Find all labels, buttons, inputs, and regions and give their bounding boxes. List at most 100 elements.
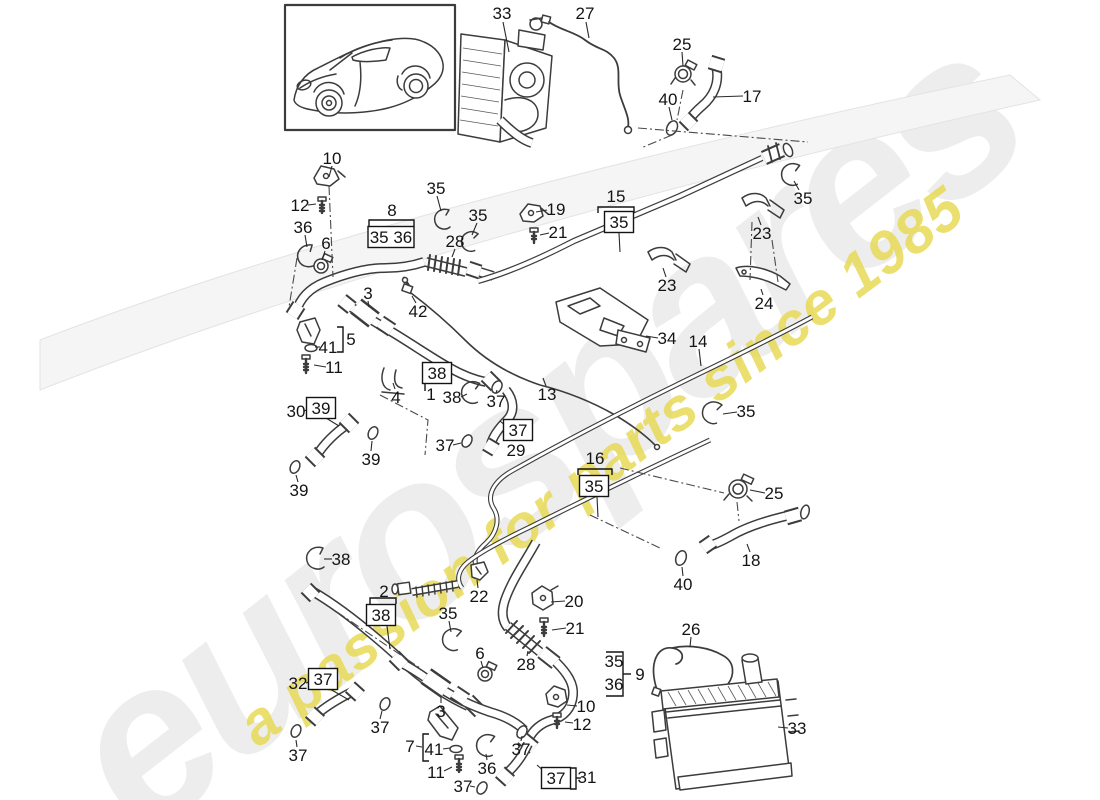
callout-37[interactable]: 37 — [502, 418, 534, 442]
leader-line — [662, 267, 667, 278]
callout-37[interactable]: 37 — [436, 436, 455, 455]
callout-19[interactable]: 19 — [547, 200, 566, 219]
callout-39[interactable]: 39 — [305, 396, 337, 420]
callout-6[interactable]: 6 — [475, 644, 484, 663]
svg-text:33: 33 — [788, 719, 807, 738]
water-hose-32 — [304, 681, 366, 727]
callout-34[interactable]: 34 — [658, 329, 677, 348]
callout-38[interactable]: 38 — [443, 388, 462, 407]
callout-12[interactable]: 12 — [291, 196, 310, 215]
construction-line — [736, 501, 740, 522]
callout-36[interactable]: 36 — [605, 675, 624, 694]
callout-11[interactable]: 11 — [427, 763, 445, 782]
svg-text:5: 5 — [346, 330, 355, 349]
leader-line — [295, 474, 299, 483]
callout-3[interactable]: 3 — [436, 702, 445, 721]
callout-26[interactable]: 26 — [682, 620, 701, 639]
callout-37[interactable]: 37 — [307, 667, 339, 691]
callout-33[interactable]: 33 — [493, 4, 512, 23]
callout-35[interactable]: 35 — [578, 474, 610, 498]
callout-23[interactable]: 23 — [658, 276, 677, 295]
callout-24[interactable]: 24 — [755, 294, 774, 313]
leader-line — [476, 579, 479, 589]
callout-41[interactable]: 41 — [425, 740, 444, 759]
callout-36[interactable]: 36 — [478, 759, 497, 778]
callout-37[interactable]: 37 — [487, 392, 506, 411]
callout-27[interactable]: 27 — [576, 4, 595, 23]
callout-21[interactable]: 21 — [549, 223, 568, 242]
callout-25[interactable]: 25 — [673, 35, 692, 54]
callout-21[interactable]: 21 — [566, 619, 585, 638]
callout-12[interactable]: 12 — [573, 715, 592, 734]
callout-32[interactable]: 32 — [289, 674, 308, 693]
callout-28[interactable]: 28 — [517, 655, 536, 674]
svg-text:41: 41 — [319, 338, 338, 357]
callout-6[interactable]: 6 — [321, 234, 330, 253]
callout-13[interactable]: 13 — [538, 385, 557, 404]
seal-ring-37-a — [516, 725, 528, 739]
callout-23[interactable]: 23 — [753, 224, 772, 243]
leader-line — [367, 300, 370, 308]
svg-text:12: 12 — [573, 715, 592, 734]
callout-33[interactable]: 33 — [788, 719, 807, 738]
callout-35[interactable]: 35 — [469, 206, 488, 225]
svg-text:29: 29 — [507, 441, 526, 460]
svg-text:8: 8 — [387, 201, 396, 220]
callout-40[interactable]: 40 — [674, 575, 693, 594]
callout-38[interactable]: 38 — [365, 603, 397, 627]
callout-40[interactable]: 40 — [659, 90, 678, 109]
callout-8[interactable]: 8 — [387, 201, 396, 220]
callout-10[interactable]: 10 — [577, 697, 596, 716]
callout-29[interactable]: 29 — [507, 441, 526, 460]
callout-15[interactable]: 15 — [607, 187, 626, 206]
callout-10[interactable]: 10 — [323, 149, 342, 168]
callout-14[interactable]: 14 — [689, 332, 708, 351]
callout-41[interactable]: 41 — [319, 338, 338, 357]
callout-20[interactable]: 20 — [565, 592, 584, 611]
svg-text:21: 21 — [566, 619, 585, 638]
callout-25[interactable]: 25 — [765, 484, 784, 503]
callout-7[interactable]: 7 — [405, 737, 414, 756]
callout-30[interactable]: 30 — [287, 402, 306, 421]
callout-37[interactable]: 37 — [289, 746, 308, 765]
callout-2[interactable]: 2 — [379, 582, 388, 601]
callout-16[interactable]: 16 — [586, 449, 605, 468]
callout-35[interactable]: 35 — [427, 179, 446, 198]
callout-22[interactable]: 22 — [470, 587, 489, 606]
callout-36[interactable]: 36 — [294, 218, 313, 237]
callout-28[interactable]: 28 — [446, 232, 465, 251]
callout-37[interactable]: 37 — [512, 740, 531, 759]
water-hose-29 — [482, 386, 518, 457]
leader-line — [564, 721, 574, 724]
callout-37[interactable]: 37 — [540, 766, 572, 790]
callout-4[interactable]: 4 — [391, 388, 400, 407]
callout-37[interactable]: 37 — [371, 718, 390, 737]
callout-5[interactable]: 5 — [346, 330, 355, 349]
callout-18[interactable]: 18 — [742, 551, 761, 570]
callout-38[interactable]: 38 — [332, 550, 351, 569]
callout-35[interactable]: 35 — [605, 652, 624, 671]
callout-35[interactable]: 35 — [603, 210, 635, 234]
callout-37[interactable]: 37 — [454, 777, 473, 796]
svg-text:36: 36 — [294, 218, 313, 237]
callout-11[interactable]: 11 — [325, 358, 343, 377]
callout-35[interactable]: 35 — [737, 402, 756, 421]
callout-1[interactable]: 1 — [426, 385, 435, 404]
callout-35-36[interactable]: 35 36 — [367, 225, 415, 249]
callout-3[interactable]: 3 — [363, 284, 372, 303]
bolt-11-top — [301, 354, 311, 375]
leader-line — [746, 543, 751, 553]
callout-31[interactable]: 31 — [578, 768, 597, 787]
callout-9[interactable]: 9 — [635, 665, 644, 684]
callout-42[interactable]: 42 — [409, 302, 428, 321]
leader-line — [386, 625, 391, 650]
svg-text:10: 10 — [577, 697, 596, 716]
construction-line — [771, 239, 779, 283]
callout-38[interactable]: 38 — [421, 361, 453, 385]
callout-39[interactable]: 39 — [362, 450, 381, 469]
callout-17[interactable]: 17 — [743, 87, 762, 106]
callout-35[interactable]: 35 — [794, 189, 813, 208]
callout-39[interactable]: 39 — [290, 481, 309, 500]
callout-35[interactable]: 35 — [439, 604, 458, 623]
